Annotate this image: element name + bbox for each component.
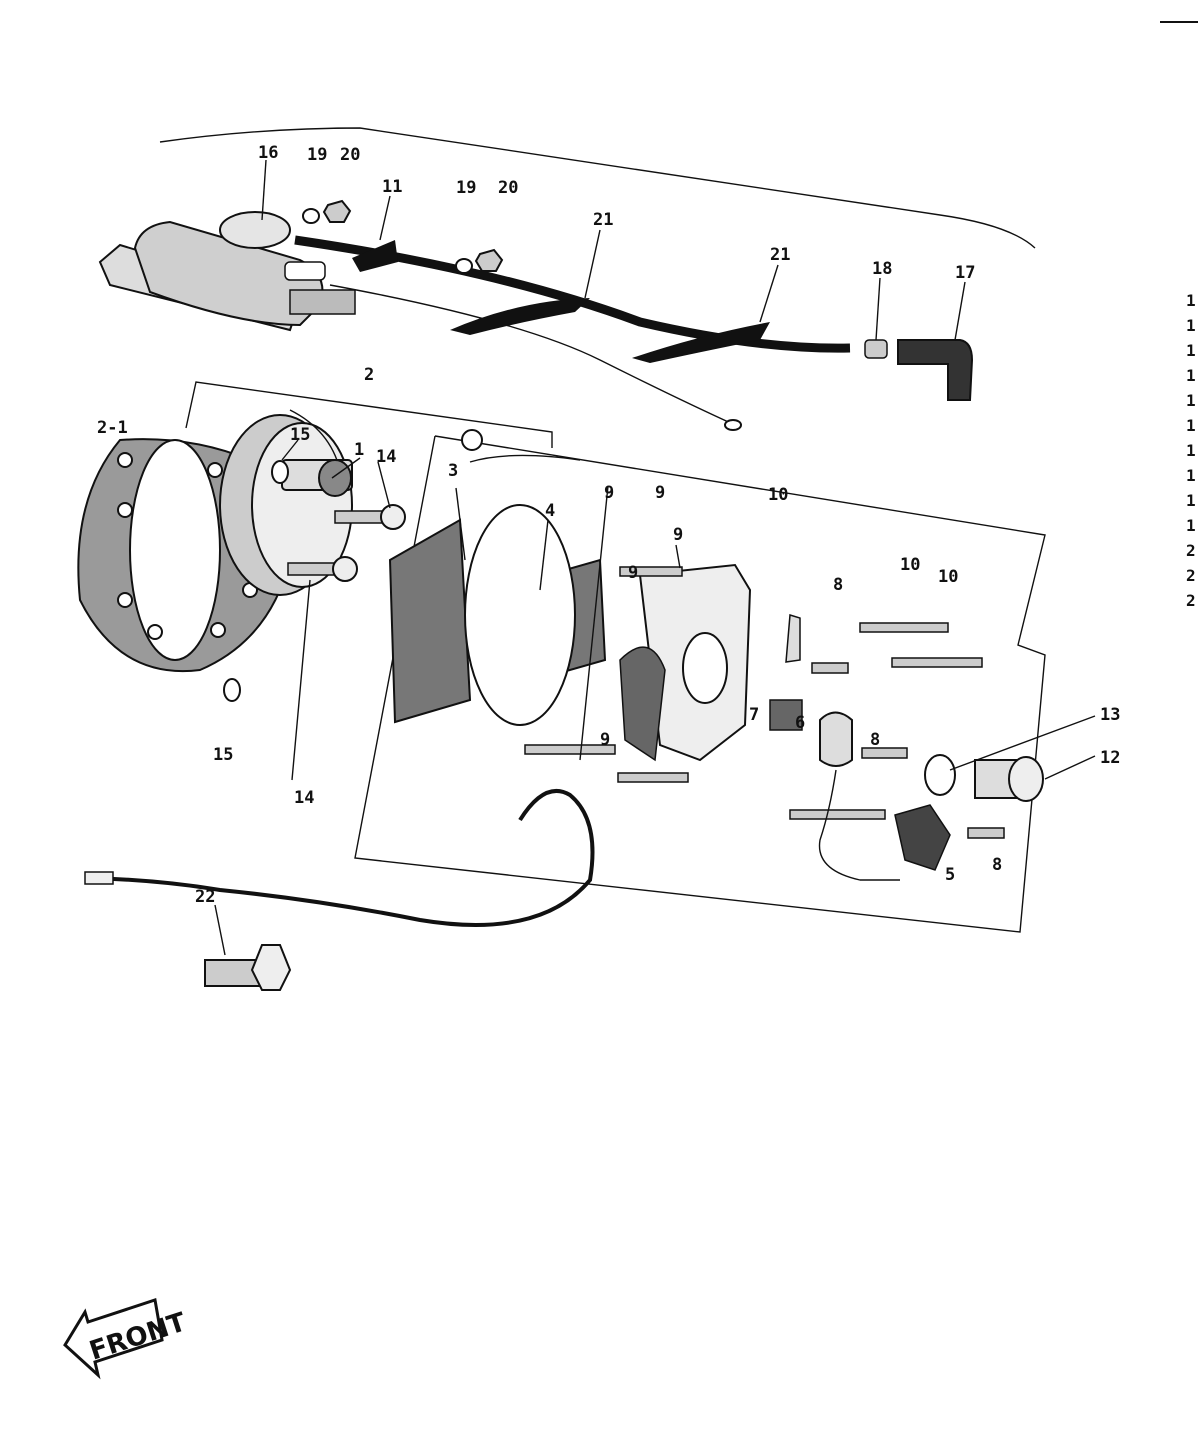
callout-labels: 16 19 20 11 19 20 21 21 18 17 2 2-1 15 1… [97,143,1120,907]
lead-clamp-21b [632,322,770,363]
callout-20a: 20 [340,145,360,165]
margin-digit: 1 [1186,316,1196,335]
callout-2: 2 [364,365,374,385]
parts-list-margin: 1 1 1 1 1 1 1 1 1 1 2 2 2 [1186,291,1196,610]
washer-19a [302,208,320,224]
plug-cap-spring [864,339,888,359]
callout-8c: 8 [992,855,1002,875]
stator-assembly [84,429,1046,933]
callout-8b: 8 [870,730,880,750]
callout-11: 11 [382,177,402,197]
margin-digit: 2 [1186,566,1196,585]
bracket-7 [785,614,801,663]
washer-15b [223,678,241,702]
screw-8c [967,827,1005,839]
lead-clamp-11 [352,240,398,272]
margin-digit: 1 [1186,391,1196,410]
margin-digit: 1 [1186,416,1196,435]
callout-6: 6 [795,713,805,733]
callout-22: 22 [195,887,215,907]
margin-digit: 1 [1186,491,1196,510]
callout-5: 5 [945,865,955,885]
screw-9c [617,772,689,783]
margin-digit: 1 [1186,341,1196,360]
callout-14b: 14 [294,788,314,808]
screw-10c [789,809,886,820]
screw-8a [811,662,849,674]
nut-20b [474,248,504,272]
cam-bolt-12 [974,756,1044,802]
condenser [819,711,853,767]
washer-19b [455,258,473,274]
callout-21a: 21 [593,210,613,230]
lead-clamp-21a [450,298,590,335]
screw-14a [334,504,406,530]
callout-3: 3 [448,461,458,481]
screw-10a [859,622,949,633]
callout-8a: 8 [833,575,843,595]
generator-coil [388,518,472,724]
screw-9b [524,744,616,755]
callout-4: 4 [545,501,555,521]
primary-lead [329,284,736,426]
callout-14a: 14 [376,447,396,467]
screw-14b [287,556,358,582]
leader-lines [214,159,1096,956]
margin-digit: 1 [1186,441,1196,460]
callout-12: 12 [1100,748,1120,768]
callout-16: 16 [258,143,278,163]
callout-9e: 9 [655,483,665,503]
callout-13: 13 [1100,705,1120,725]
flywheel-assembly [77,381,553,702]
screw-9a [619,566,683,577]
callout-20b: 20 [498,178,518,198]
front-arrow: FRONT [63,1298,190,1380]
washer-15a [271,460,289,484]
callout-1: 1 [354,440,364,460]
breaker-arm [894,804,951,871]
margin-digit: 1 [1186,516,1196,535]
callout-2-1: 2-1 [97,418,128,438]
spark-plug-cap [897,339,974,401]
callout-10c: 10 [768,485,788,505]
condenser-lead [818,769,900,881]
margin-digit: 1 [1186,466,1196,485]
high-tension-lead [294,235,851,353]
screw-10b [891,657,983,668]
cam-13 [924,754,956,796]
screw-8b [861,747,908,759]
callout-15a: 15 [290,425,310,445]
callout-19b: 19 [456,178,476,198]
margin-digit: 2 [1186,591,1196,610]
margin-digit: 2 [1186,541,1196,560]
bolt-22 [204,944,292,991]
callout-15b: 15 [213,745,233,765]
contact-breaker-assembly [769,614,1044,881]
contact-point-7 [769,699,803,731]
callout-9b: 9 [628,563,638,583]
margin-digit: 1 [1186,366,1196,385]
callout-10b: 10 [938,567,958,587]
callout-21b: 21 [770,245,790,265]
nut-20a [322,199,352,223]
stator-lead-wire [89,789,595,927]
callout-10a: 10 [900,555,920,575]
callout-9c: 9 [600,730,610,750]
callout-19a: 19 [307,145,327,165]
callout-17: 17 [955,263,975,283]
margin-digit: 1 [1186,291,1196,310]
callout-9d: 9 [604,483,614,503]
ignition-coil-assembly [98,127,1036,431]
callout-9a: 9 [673,525,683,545]
callout-18: 18 [872,259,892,279]
callout-7: 7 [749,705,759,725]
